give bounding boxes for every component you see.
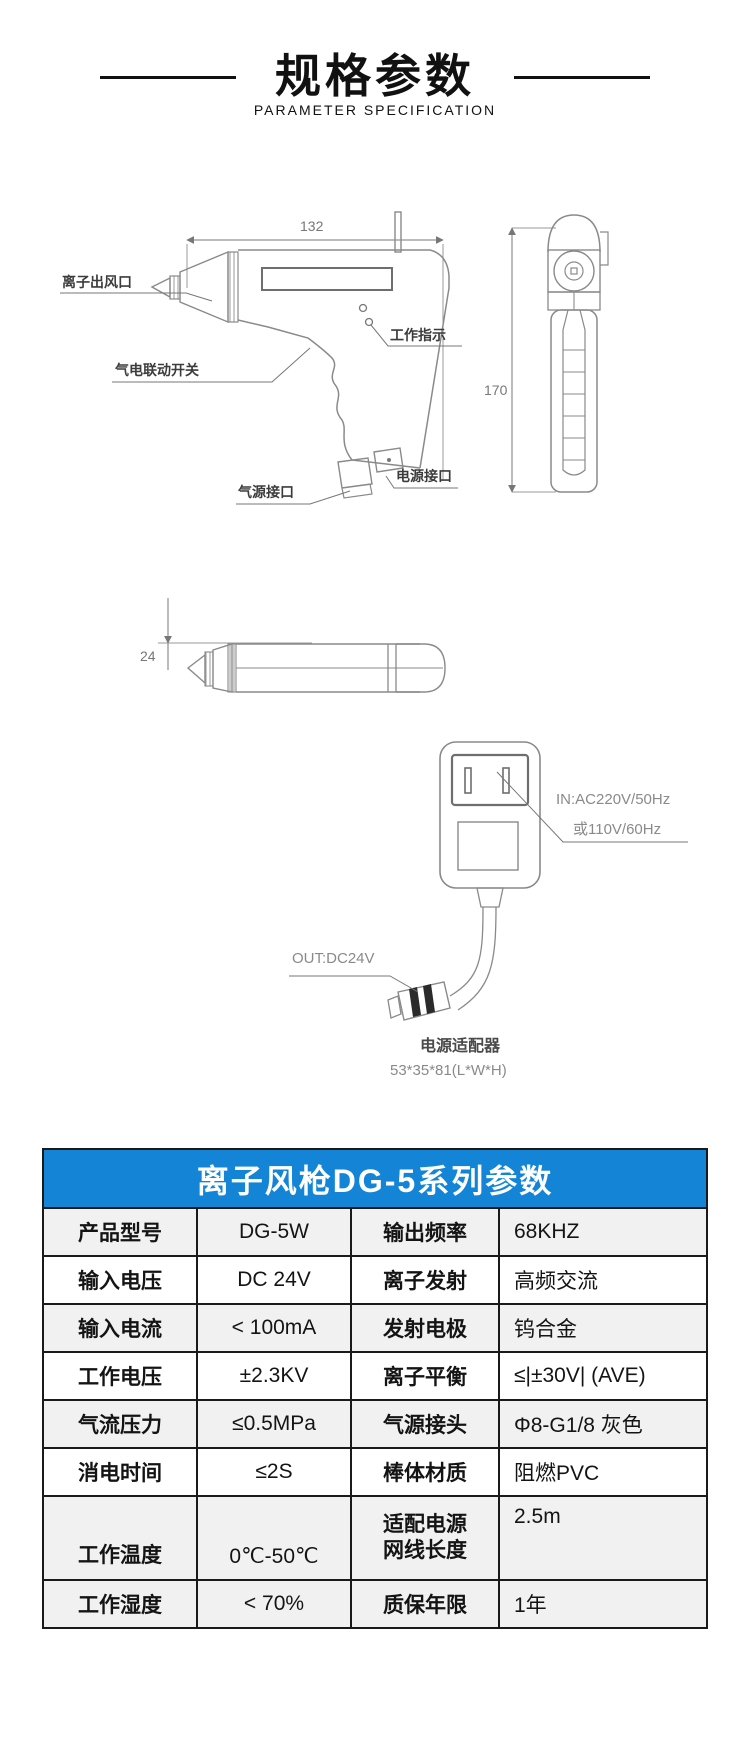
table-row: 工作电压 ±2.3KV 离子平衡 ≤|±30V| (AVE) [44,1351,706,1399]
label-ion-outlet: 离子出风口 [62,274,132,290]
spec-value: ≤2S [196,1449,350,1495]
spec-label: 棒体材质 [350,1449,498,1495]
label-air-port: 气源接口 [238,484,294,500]
spec-value: 68KHZ [498,1209,706,1255]
spec-label: 输入电流 [44,1305,196,1351]
label-adapter-input: IN:AC220V/50Hz [556,791,671,808]
dimension-width: 132 [300,218,324,234]
table-row: 消电时间 ≤2S 棒体材质 阻燃PVC [44,1447,706,1495]
spec-value: 1年 [498,1581,706,1627]
title-divider-left [100,76,236,79]
spec-value: < 100mA [196,1305,350,1351]
spec-value: ≤|±30V| (AVE) [498,1353,706,1399]
spec-label: 质保年限 [350,1581,498,1627]
label-air-electric-switch: 气电联动开关 [115,362,199,378]
table-row: 工作温度 0℃-50℃ 适配电源 网线长度 2.5m [44,1495,706,1579]
table-row: 气流压力 ≤0.5MPa 气源接头 Φ8-G1/8 灰色 [44,1399,706,1447]
spec-label: 气流压力 [44,1401,196,1447]
spec-label: 气源接头 [350,1401,498,1447]
spec-value: 阻燃PVC [498,1449,706,1495]
dimension-height: 170 [484,382,508,398]
spec-label: 消电时间 [44,1449,196,1495]
table-row: 工作湿度 < 70% 质保年限 1年 [44,1579,706,1627]
spec-label: 工作电压 [44,1353,196,1399]
page-subtitle: PARAMETER SPECIFICATION [253,102,497,118]
dimension-rod: 24 [140,648,156,664]
spec-label: 发射电极 [350,1305,498,1351]
spec-value: DG-5W [196,1209,350,1255]
table-row: 产品型号 DG-5W 输出频率 68KHZ [44,1207,706,1255]
spec-value: DC 24V [196,1257,350,1303]
spec-value: 钨合金 [498,1305,706,1351]
spec-value: 0℃-50℃ [196,1497,350,1579]
label-work-indicator: 工作指示 [390,327,446,343]
spec-table: 离子风枪DG-5系列参数 产品型号 DG-5W 输出频率 68KHZ 输入电压 … [42,1148,708,1629]
label-adapter-input-alt: 或110V/60Hz [573,821,662,838]
page-title: 规格参数 [275,50,475,102]
spec-label: 适配电源 网线长度 [350,1497,498,1579]
spec-value: 高频交流 [498,1257,706,1303]
label-adapter-name: 电源适配器 [420,1038,501,1055]
label-power-port: 电源接口 [396,468,452,484]
table-row: 输入电流 < 100mA 发射电极 钨合金 [44,1303,706,1351]
label-adapter-size: 53*35*81(L*W*H) [390,1062,507,1079]
technical-drawing [60,211,688,1021]
spec-value: 2.5m [498,1497,706,1579]
spec-value: Φ8-G1/8 灰色 [498,1401,706,1447]
title-divider-right [514,76,650,79]
spec-label: 离子发射 [350,1257,498,1303]
spec-label: 输出频率 [350,1209,498,1255]
spec-label: 工作湿度 [44,1581,196,1627]
spec-value: < 70% [196,1581,350,1627]
spec-value: ≤0.5MPa [196,1401,350,1447]
spec-label: 输入电压 [44,1257,196,1303]
table-row: 输入电压 DC 24V 离子发射 高频交流 [44,1255,706,1303]
spec-label: 产品型号 [44,1209,196,1255]
spec-value: ±2.3KV [196,1353,350,1399]
spec-label: 工作温度 [44,1497,196,1579]
label-adapter-output: OUT:DC24V [292,950,375,967]
spec-table-title: 离子风枪DG-5系列参数 [44,1150,706,1207]
spec-label: 离子平衡 [350,1353,498,1399]
